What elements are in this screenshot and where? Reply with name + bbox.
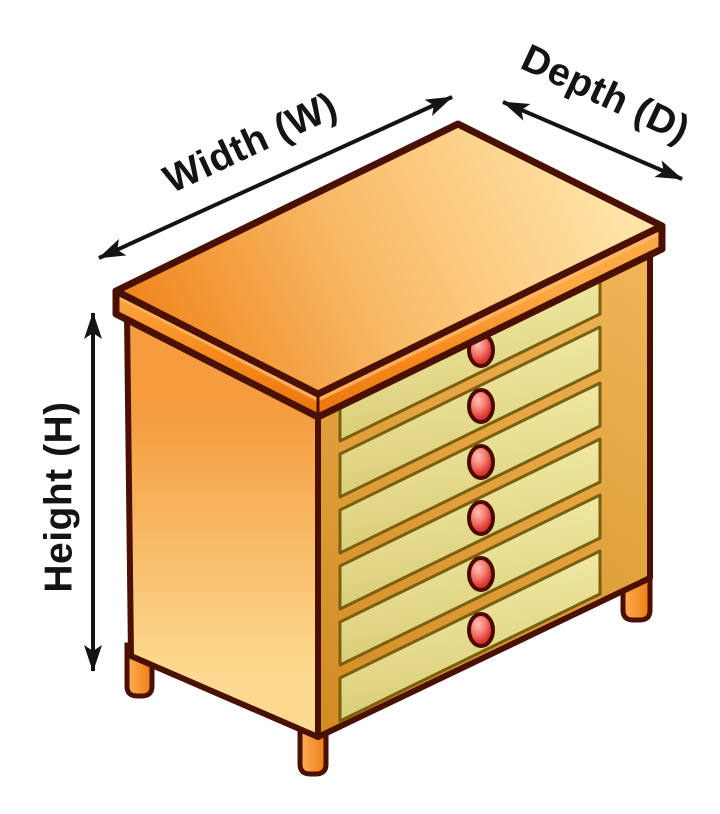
width-arrow bbox=[98, 95, 453, 260]
drawer-knob bbox=[467, 612, 495, 648]
chest-illustration bbox=[112, 120, 666, 777]
drawer-4 bbox=[338, 437, 602, 611]
drawer-5 bbox=[338, 493, 602, 667]
depth-arrow bbox=[502, 100, 683, 181]
drawer-3 bbox=[338, 381, 602, 555]
depth-label: Depth (D) bbox=[515, 37, 696, 152]
height-label: Height (H) bbox=[38, 401, 81, 592]
drawer-knob bbox=[467, 500, 495, 536]
width-label: Width (W) bbox=[157, 84, 344, 202]
drawer-knob bbox=[467, 556, 495, 592]
drawer-2 bbox=[338, 325, 602, 499]
drawer-6 bbox=[338, 549, 602, 723]
drawer-knob bbox=[467, 388, 495, 424]
drawer-knob bbox=[467, 444, 495, 480]
height-dimension: Height (H) bbox=[38, 312, 102, 672]
